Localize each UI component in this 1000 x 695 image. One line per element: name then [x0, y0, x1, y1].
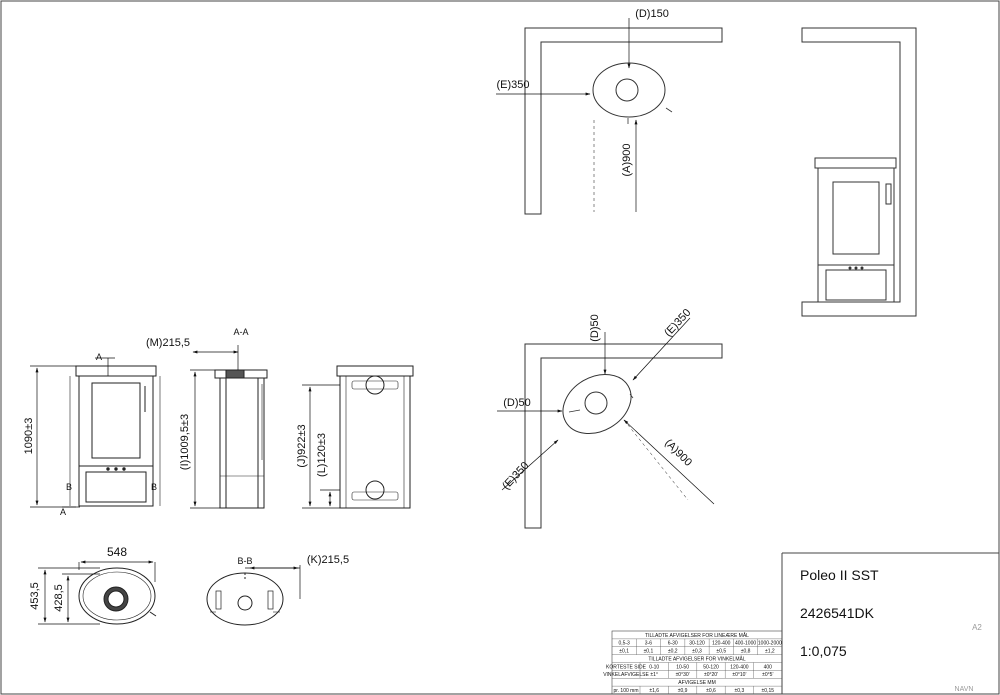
section-marker-a-top: A [96, 352, 102, 362]
section-offset-label: (M)215,5 [146, 337, 190, 349]
section-height-label: (I)1009,5±3 [179, 414, 191, 470]
tolerance-linear-value: ±0,5 [716, 649, 726, 655]
tolerance-linear-value: ±1,2 [765, 649, 775, 655]
tolerance-angular-range: 50-120 [703, 664, 719, 670]
rear-inlet-height-label: (L)120±3 [316, 433, 328, 477]
tolerance-deviation-value: ±0,9 [678, 688, 688, 694]
section-view-b-b [206, 572, 284, 626]
tolerance-linear-range: 6-30 [668, 641, 678, 647]
section-b-b-dimensions [245, 565, 301, 599]
wall-elevation-with-stove [801, 27, 917, 317]
tolerance-table-grid [612, 638, 782, 694]
tolerance-angular-deviation-label: VINKELAFVIGELSE [603, 672, 649, 678]
tolerance-deviation-header: AFVIGELSE MM [678, 680, 716, 686]
tolerance-angular-range: 10-50 [676, 664, 689, 670]
top-view-dimensions [38, 560, 156, 625]
section-view-a-a [214, 369, 268, 509]
wall-layout-straight [524, 27, 723, 215]
tolerance-angular-header: TILLADTE AFVIGELSER FOR VINKELMÅL [648, 655, 745, 662]
tolerance-angular-value: ±0°20' [704, 672, 718, 678]
tolerance-deviation-value: ±0,15 [762, 688, 775, 694]
tolerance-linear-value: ±0,3 [692, 649, 702, 655]
tolerance-table-text: TILLADTE AFVIGELSER FOR LINEÆRE MÅL 0,5-3… [603, 632, 782, 694]
tolerance-angular-range: 0-10 [649, 664, 659, 670]
section-a-a-dimensions [190, 345, 239, 509]
tolerance-linear-value: ±0,1 [619, 649, 629, 655]
tolerance-linear-value: ±0,2 [668, 649, 678, 655]
front-height-dimension [30, 357, 115, 508]
tolerance-linear-value: ±0,1 [644, 649, 654, 655]
tolerance-deviation-value: ±0,3 [735, 688, 745, 694]
tolerance-angular-range: 400 [764, 664, 773, 670]
tolerance-linear-range: 3-6 [645, 641, 652, 647]
tolerance-angular-value: ±0°5' [762, 672, 773, 678]
top-depth-label: 453,5 [29, 582, 41, 610]
tolerance-deviation-value: ±1,6 [649, 688, 659, 694]
drawing-scale: 1:0,075 [800, 643, 847, 659]
corner-side-clearance-top: (E)350 [662, 307, 693, 339]
tolerance-angular-range: 120-400 [730, 664, 749, 670]
section-marker-b-left: B [66, 482, 72, 492]
rear-view [336, 365, 414, 509]
tolerance-angular-value: ±0°30' [676, 672, 690, 678]
tolerance-linear-range: 120-400 [712, 641, 731, 647]
wall-layout-straight-dimensions [496, 18, 638, 212]
tolerance-angular-value: ±1° [650, 672, 658, 678]
tolerance-angular-value: ±0°10' [732, 672, 746, 678]
tolerance-linear-range: 400-1000 [735, 641, 756, 647]
top-width-label: 548 [107, 545, 127, 559]
front-view [69, 365, 161, 507]
corner-front-clearance: (A)900 [662, 437, 694, 469]
corner-back-clearance-left: (D)50 [503, 397, 531, 409]
wall-layout-corner-dimensions [497, 317, 715, 505]
corner-back-clearance-top: (D)50 [589, 314, 601, 342]
front-height-label: 1090±3 [23, 418, 35, 455]
rear-outlet-height-label: (J)922±3 [296, 424, 308, 467]
tolerance-deviation-row-label: pr. 100 mm [613, 688, 638, 694]
straight-side-clearance: (E)350 [496, 79, 529, 91]
section-b-b-title: B-B [237, 556, 252, 566]
name-field-label: NAVN [955, 686, 974, 693]
wall-layout-corner [524, 343, 723, 529]
straight-front-clearance: (A)900 [621, 143, 633, 176]
tolerance-linear-range: 30-120 [689, 641, 705, 647]
corner-side-clearance-left: (E)350 [500, 460, 531, 492]
tolerance-linear-value: ±0,8 [741, 649, 751, 655]
sheet-size-label: A2 [972, 623, 982, 632]
product-name: Poleo II SST [800, 567, 879, 583]
drawing-number: 2426541DK [800, 605, 874, 621]
rear-view-dimensions [302, 384, 340, 509]
top-view [78, 567, 157, 625]
straight-back-clearance: (D)150 [635, 8, 669, 20]
top-depth-inner-label: 428,5 [53, 584, 65, 612]
tolerance-linear-header: TILLADTE AFVIGELSER FOR LINEÆRE MÅL [645, 632, 749, 639]
tolerance-linear-range: 0,5-3 [618, 641, 630, 647]
section-marker-a-bottom: A [60, 507, 66, 517]
section-a-a-title: A-A [233, 327, 248, 337]
section-b-offset-label: (K)215,5 [307, 554, 349, 566]
tolerance-linear-range: 1000-2000 [758, 641, 782, 647]
tolerance-deviation-value: ±0,6 [706, 688, 716, 694]
tolerance-angular-side-label: KORTESTE SIDE [606, 664, 647, 670]
section-marker-b-right: B [151, 482, 157, 492]
